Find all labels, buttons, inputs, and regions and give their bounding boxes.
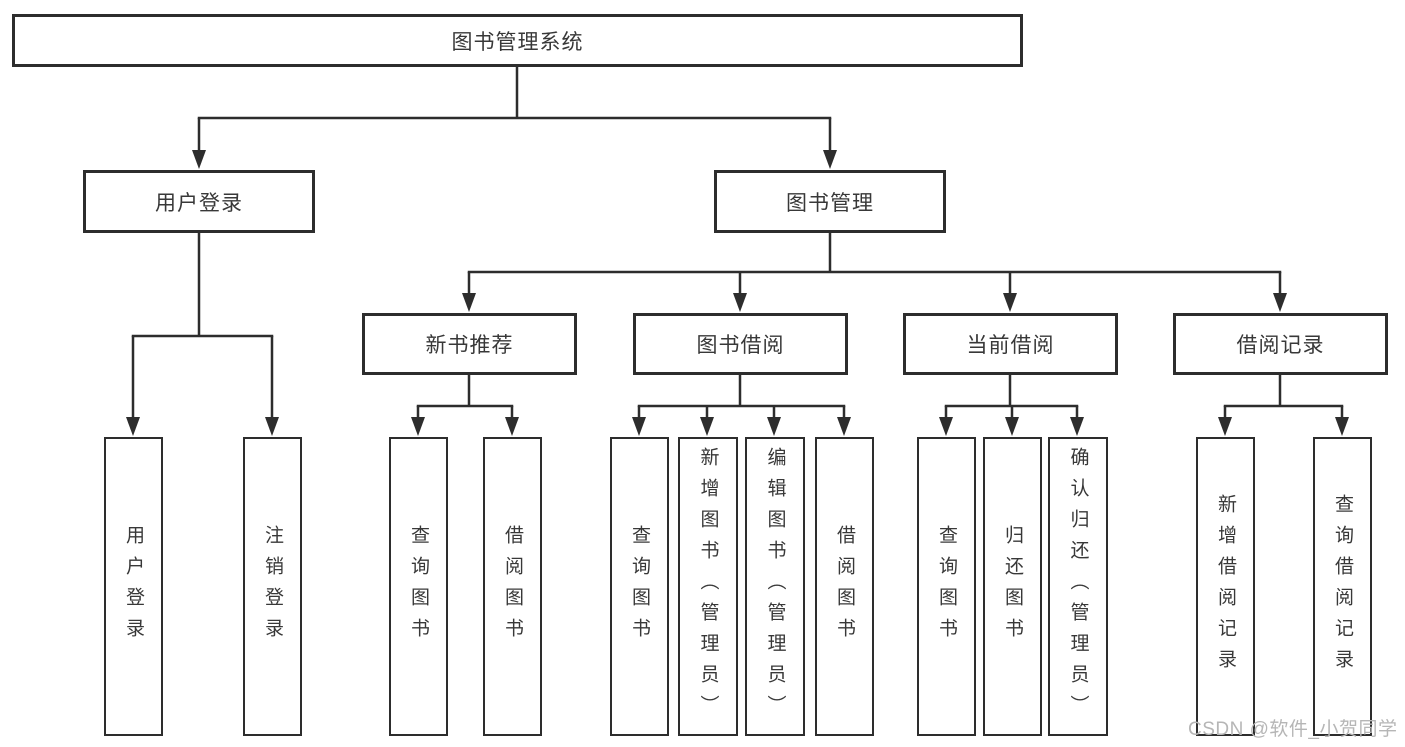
leaf-logout: 注销登录 xyxy=(243,437,302,736)
leaf-logout-label: 注销登录 xyxy=(262,524,283,649)
leaf-query-books-borrow-label: 查询图书 xyxy=(629,524,650,649)
node-borrowing-records: 借阅记录 xyxy=(1173,313,1388,375)
leaf-add-books-admin: 新增图书（管理员） xyxy=(678,437,738,736)
leaf-add-borrow-record: 新增借阅记录 xyxy=(1196,437,1255,736)
leaf-edit-books-admin-label: 编辑图书（管理员） xyxy=(764,447,786,726)
leaf-borrow-books-label: 借阅图书 xyxy=(834,524,855,649)
node-library-management-system: 图书管理系统 xyxy=(12,14,1023,67)
leaf-query-books-borrow: 查询图书 xyxy=(610,437,669,736)
leaf-return-books: 归还图书 xyxy=(983,437,1042,736)
csdn-watermark: CSDN @软件_小贺同学 xyxy=(1188,719,1398,740)
leaf-borrow-books: 借阅图书 xyxy=(815,437,874,736)
leaf-add-books-admin-label: 新增图书（管理员） xyxy=(697,447,719,726)
leaf-query-books-recommend: 查询图书 xyxy=(389,437,448,736)
leaf-query-books-current-label: 查询图书 xyxy=(936,524,957,649)
leaf-confirm-return-admin-label: 确认归还（管理员） xyxy=(1067,447,1089,726)
leaf-edit-books-admin: 编辑图书（管理员） xyxy=(745,437,805,736)
node-user-login: 用户登录 xyxy=(83,170,315,233)
leaf-query-books-recommend-label: 查询图书 xyxy=(408,524,429,649)
leaf-user-login-label: 用户登录 xyxy=(123,524,144,649)
leaf-query-borrow-record-label: 查询借阅记录 xyxy=(1332,493,1353,680)
node-current-borrowing: 当前借阅 xyxy=(903,313,1118,375)
node-book-borrowing: 图书借阅 xyxy=(633,313,848,375)
node-book-management: 图书管理 xyxy=(714,170,946,233)
leaf-borrow-books-recommend: 借阅图书 xyxy=(483,437,542,736)
leaf-user-login: 用户登录 xyxy=(104,437,163,736)
leaf-add-borrow-record-label: 新增借阅记录 xyxy=(1215,493,1236,680)
leaf-query-borrow-record: 查询借阅记录 xyxy=(1313,437,1372,736)
leaf-borrow-books-recommend-label: 借阅图书 xyxy=(502,524,523,649)
leaf-confirm-return-admin: 确认归还（管理员） xyxy=(1048,437,1108,736)
leaf-return-books-label: 归还图书 xyxy=(1002,524,1023,649)
leaf-query-books-current: 查询图书 xyxy=(917,437,976,736)
node-new-book-recommend: 新书推荐 xyxy=(362,313,577,375)
